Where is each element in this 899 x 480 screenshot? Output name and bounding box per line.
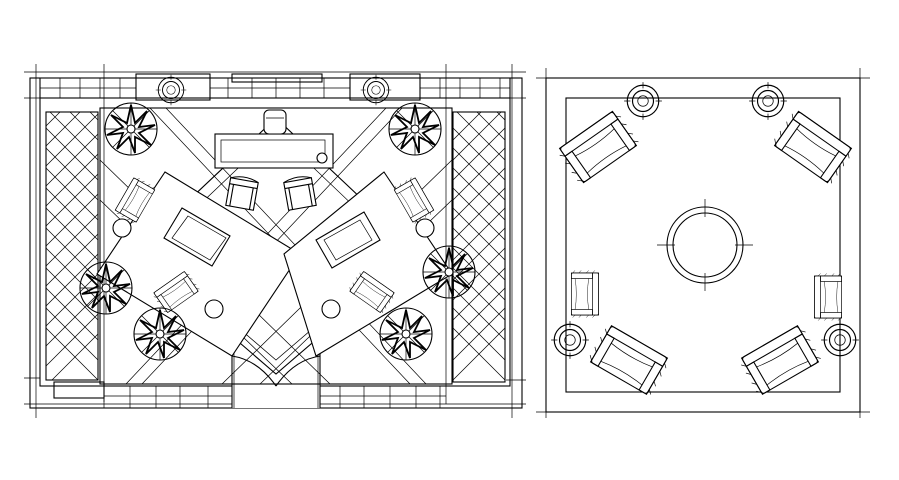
office-floor-plan [24, 64, 526, 418]
lounge-floor-plan [536, 68, 870, 418]
